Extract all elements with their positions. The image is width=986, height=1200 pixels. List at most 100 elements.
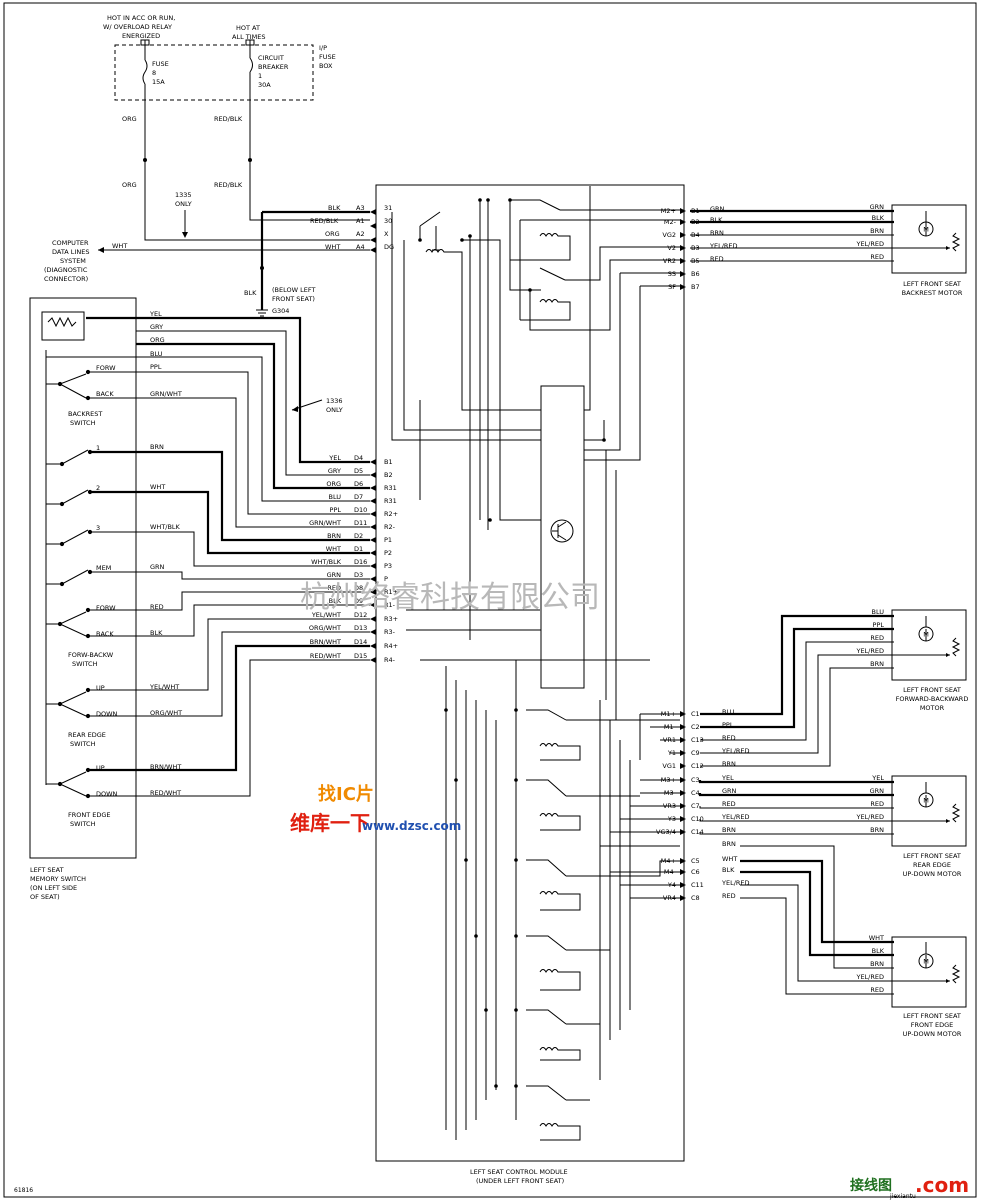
d-wire-color: BLK xyxy=(329,597,342,605)
motor-caption-1: LEFT FRONT SEAT xyxy=(903,280,961,288)
c-wire-color: RED xyxy=(722,800,736,808)
motor-caption-3: MOTOR xyxy=(920,704,945,712)
sw-wire-brnwht: BRN/WHT xyxy=(150,763,181,771)
b-term: M2- xyxy=(664,218,677,226)
d-term: R3- xyxy=(384,628,396,636)
c-wire-color: RED xyxy=(722,734,736,742)
wire-redblk-label-mid: RED/BLK xyxy=(214,181,243,189)
sw-wire-grn: GRN xyxy=(150,563,165,571)
ground-note-1: (BELOW LEFT xyxy=(272,286,315,294)
motor-caption-3: UP-DOWN MOTOR xyxy=(903,1030,962,1038)
motor-wire-label: YEL xyxy=(871,774,884,782)
diag-label-1: COMPUTER xyxy=(52,239,89,247)
sw-fb-2: SWITCH xyxy=(72,660,98,668)
d-term: R1+ xyxy=(384,588,398,596)
motor-wire-label: GRN xyxy=(870,203,885,211)
b-wire-color: RED xyxy=(710,255,724,263)
c-pin: C12 xyxy=(691,762,704,770)
watermark-dzsc-red: 维库一下 xyxy=(290,811,370,835)
sw-front-1: FRONT EDGE xyxy=(68,811,111,819)
motor-caption-2: FORWARD-BACKWARD xyxy=(896,695,969,703)
d-pin: D8 xyxy=(354,584,363,592)
b-wire-color: BRN xyxy=(710,229,724,237)
c-wire-color: BLU xyxy=(722,708,735,716)
sw-wire-wht: WHT xyxy=(150,483,165,491)
a-pin-4: A4 xyxy=(356,243,365,251)
watermark-company: 杭州络睿科技有限公司 xyxy=(300,580,600,615)
diag-label-3: SYSTEM xyxy=(60,257,86,265)
hot-acc-label-3: ENERGIZED xyxy=(122,32,160,40)
b-pin: B6 xyxy=(691,270,700,278)
motor-box xyxy=(891,936,967,1008)
sw-back: BACK xyxy=(96,390,114,398)
c-term: M4+ xyxy=(661,857,676,865)
c-pin: C10 xyxy=(691,815,704,823)
motor-caption-1: LEFT FRONT SEAT xyxy=(903,852,961,860)
d-pin: D7 xyxy=(354,493,363,501)
d-wire-color: WHT/BLK xyxy=(311,558,342,566)
memory-switch: FORW BACK BACKREST SWITCH 1 2 3 MEM FORW… xyxy=(29,297,137,901)
d-pin: D12 xyxy=(354,611,367,619)
watermark-jiexian-cn: 接线图 xyxy=(850,1177,892,1194)
sw-wire-yel: YEL xyxy=(149,310,162,318)
module-caption-1: LEFT SEAT CONTROL MODULE xyxy=(470,1168,568,1176)
b-wire-color: GRN xyxy=(710,205,725,213)
c-wire-color: BRN xyxy=(722,840,736,848)
sw-mem2: 2 xyxy=(96,484,100,492)
sw-up1: UP xyxy=(96,684,105,692)
c-term: M3- xyxy=(664,789,677,797)
sw-wire-red: RED xyxy=(150,603,164,611)
c-term: VG3/4 xyxy=(656,828,676,836)
diag-label-2: DATA LINES xyxy=(52,248,89,256)
c-pin: C8 xyxy=(691,894,700,902)
d-pin: D15 xyxy=(354,652,367,660)
wire-org-label-mid: ORG xyxy=(122,181,137,189)
motor-caption-2: REAR EDGE xyxy=(913,861,951,869)
hot-all-label-1: HOT AT xyxy=(236,24,260,32)
motor-wire-label: WHT xyxy=(869,934,884,942)
c-wire-color: WHT xyxy=(722,855,737,863)
sw-wire-brn: BRN xyxy=(150,443,164,451)
motor-caption-2: FRONT EDGE xyxy=(911,1021,954,1029)
sw-mem: MEM xyxy=(96,564,111,572)
hot-acc-label-1: HOT IN ACC OR RUN, xyxy=(107,14,175,22)
c-wire-color: BRN xyxy=(722,826,736,834)
wire-org-label-top: ORG xyxy=(122,115,137,123)
ground-note-2: FRONT SEAT) xyxy=(272,295,315,303)
d-term: R3+ xyxy=(384,615,398,623)
switch-wires xyxy=(46,316,370,797)
note-1336-1: 1336 xyxy=(326,397,343,405)
watermarks: 杭州络睿科技有限公司 找IC片 维库一下 www.dzsc.com 接线图 .c… xyxy=(290,580,969,1200)
sw-rear-2: SWITCH xyxy=(70,740,96,748)
module-processor xyxy=(540,385,585,689)
d-pin: D16 xyxy=(354,558,367,566)
sw-mem3: 3 xyxy=(96,524,100,532)
sw-wire-orgwht: ORG/WHT xyxy=(150,709,182,717)
d-term: P3 xyxy=(384,562,392,570)
motor-box xyxy=(891,204,967,274)
a-wire-3: ORG xyxy=(325,230,340,238)
sw-wire-yelwht: YEL/WHT xyxy=(149,683,179,691)
hot-acc-label-2: W/ OVERLOAD RELAY xyxy=(103,23,172,31)
d-term: B1 xyxy=(384,458,393,466)
module-caption-2: (UNDER LEFT FRONT SEAT) xyxy=(476,1177,564,1185)
motor-wire-label: YEL/RED xyxy=(855,973,884,981)
d-wire-color: GRY xyxy=(328,467,341,475)
b-wire-color: YEL/RED xyxy=(709,242,738,250)
sw-front-2: SWITCH xyxy=(70,820,96,828)
c-wire-color: RED xyxy=(722,892,736,900)
c-term: M4- xyxy=(664,868,677,876)
c-term: VG1 xyxy=(662,762,676,770)
b-term: SF xyxy=(668,283,676,291)
power-section: HOT IN ACC OR RUN, W/ OVERLOAD RELAY ENE… xyxy=(103,14,370,241)
d-wire-color: GRN/WHT xyxy=(309,519,341,527)
d-pin: D1 xyxy=(354,545,363,553)
d-wire-color: GRN xyxy=(327,571,342,579)
c-term: M3+ xyxy=(661,776,676,784)
diagnostic-connector: COMPUTER DATA LINES SYSTEM (DIAGNOSTIC C… xyxy=(44,239,370,283)
sw-wire-whtblk: WHT/BLK xyxy=(150,523,181,531)
c-wire-color: BRN xyxy=(722,760,736,768)
